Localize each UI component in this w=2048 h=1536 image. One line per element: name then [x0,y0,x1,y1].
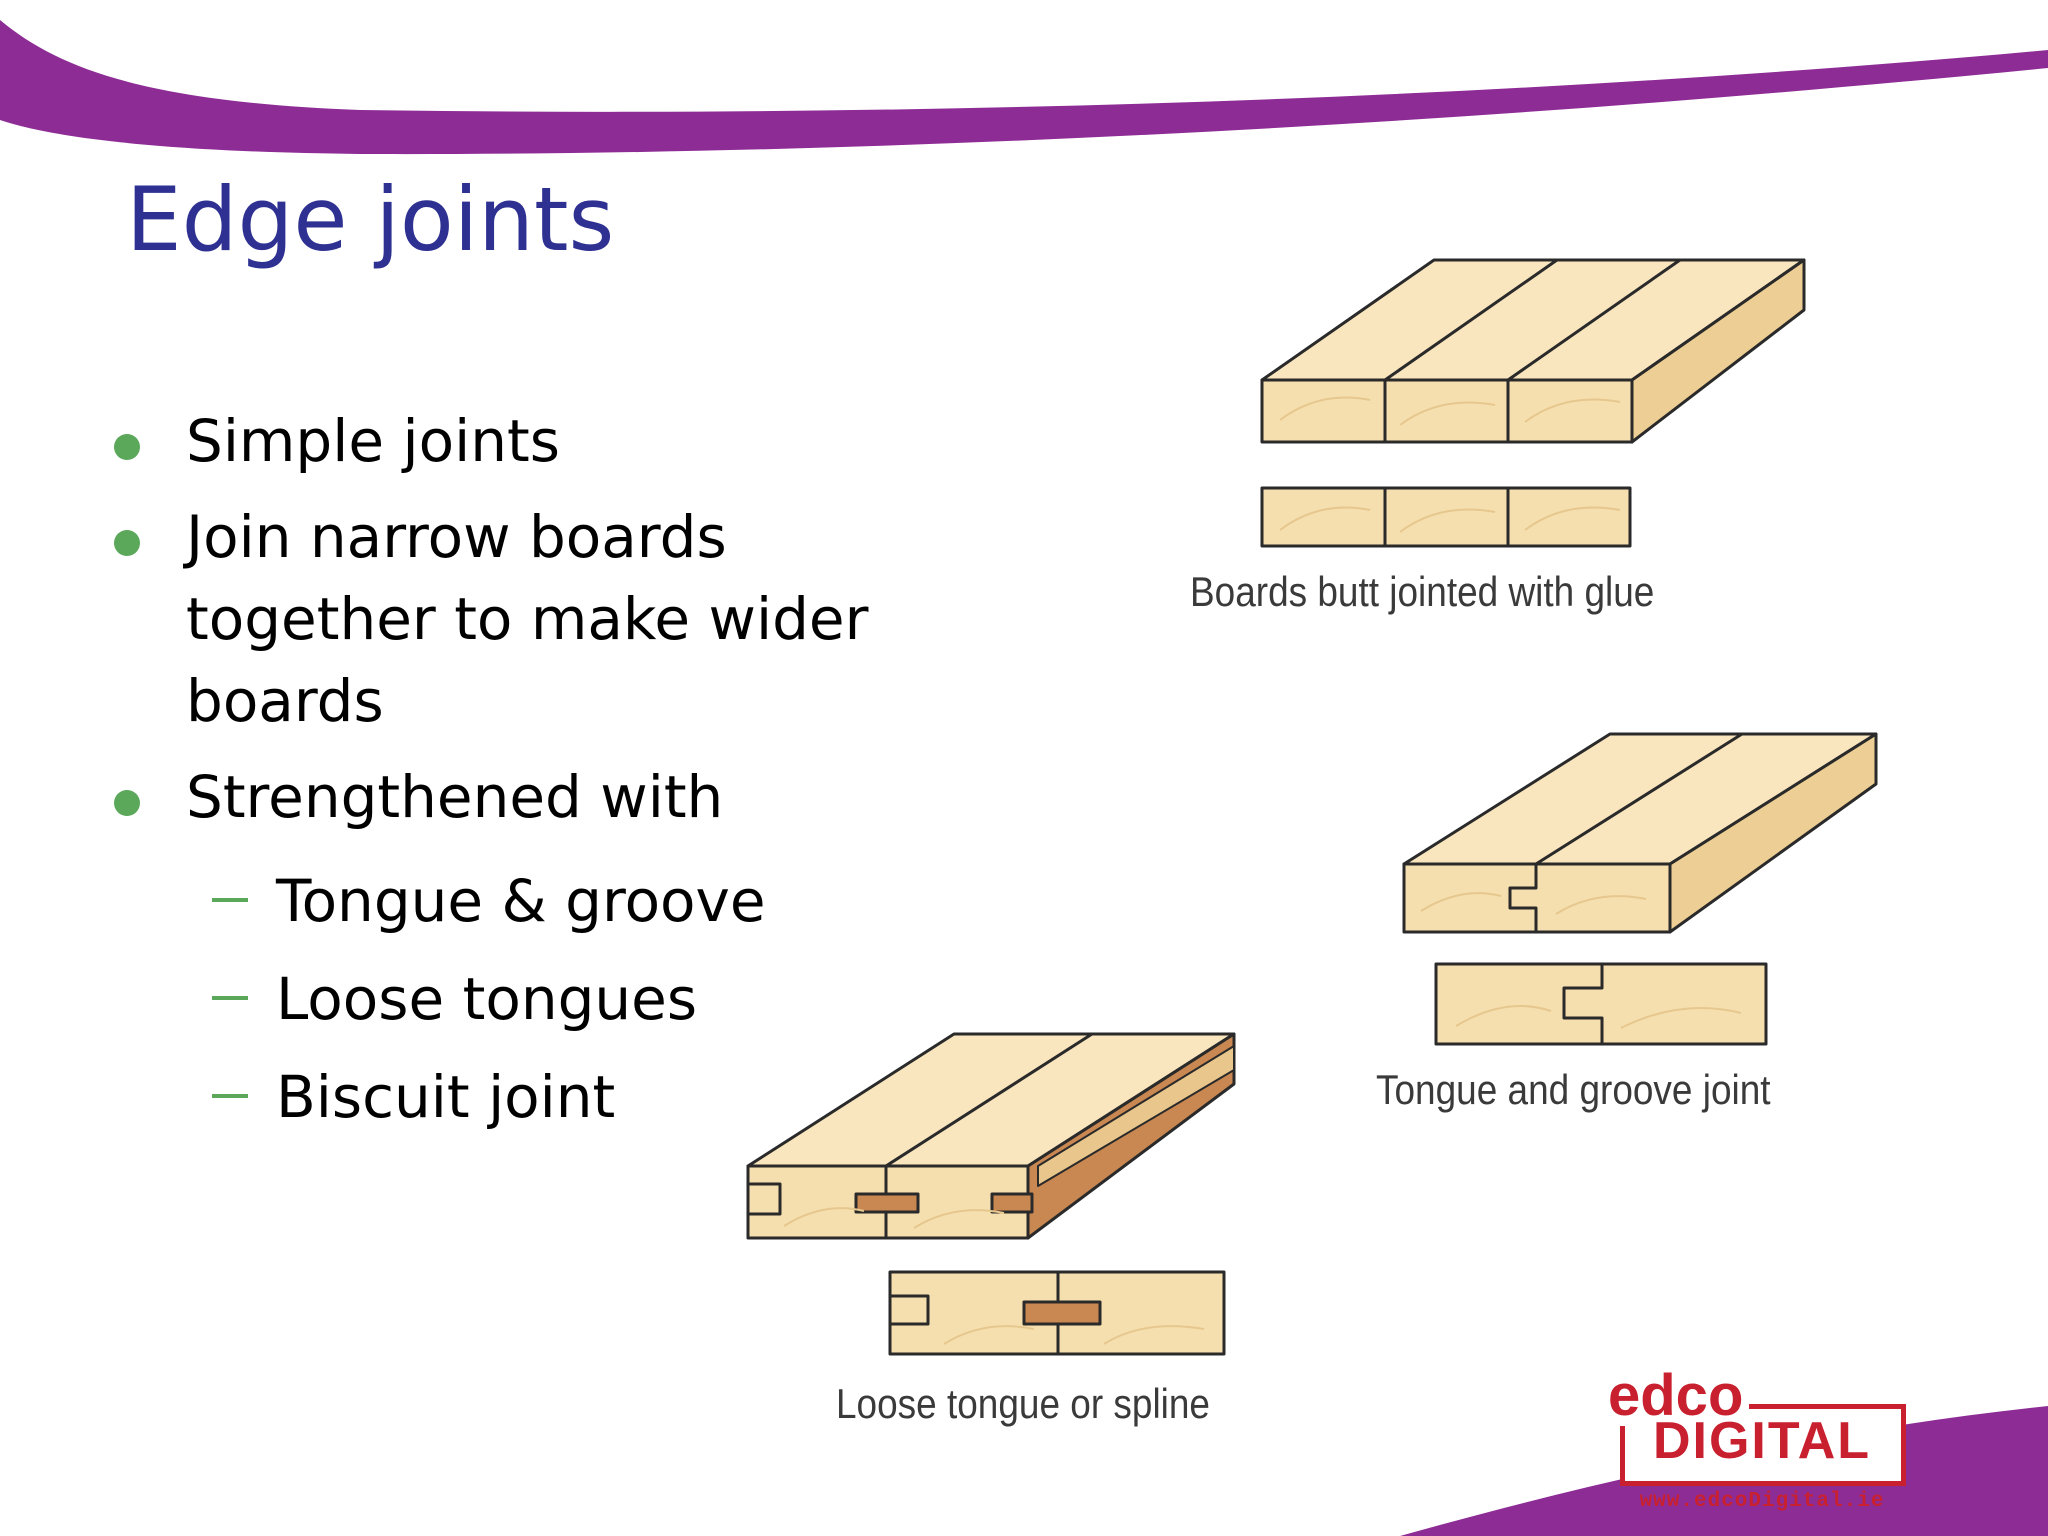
sub-bullet-item: Tongue & groove [108,852,868,950]
logo-url: www.edcoDigital.ie [1639,1490,1885,1513]
bullet-item: Join narrow boards together to make wide… [108,496,906,742]
logo-frame [1620,1404,1906,1486]
logo-brand-bottom: DIGITAL [1652,1412,1872,1470]
sub-bullet-text: Biscuit joint [276,1063,616,1131]
dash-icon [212,1094,248,1098]
dash-icon [212,898,248,902]
sub-bullet-item: Loose tongues [108,950,868,1048]
loose-tongue-illustration [746,1032,1236,1356]
bullet-dot-icon [114,530,140,556]
sub-bullet-text: Loose tongues [276,965,698,1033]
top-banner [0,20,2048,155]
figure-caption: Tongue and groove joint [1376,1066,1771,1113]
figure-caption: Boards butt jointed with glue [1190,568,1655,615]
tongue-groove-illustration [1402,732,1878,1046]
bullet-text: Join narrow boards together to make wide… [186,503,869,735]
figure-caption: Loose tongue or spline [836,1380,1210,1427]
bullet-dot-icon [114,434,140,460]
bullet-text: Simple joints [186,407,560,475]
butt-joint-illustration [1260,258,1806,548]
bullet-dot-icon [114,790,140,816]
bullet-list: Simple joints Join narrow boards togethe… [108,400,868,1146]
logo-brand-top: edco [1604,1366,1750,1426]
bullet-item: Strengthened with [108,756,868,838]
bullet-text: Strengthened with [186,763,724,831]
sub-bullet-text: Tongue & groove [276,867,766,935]
slide-title: Edge joints [126,168,615,271]
sub-bullet-item: Biscuit joint [108,1048,868,1146]
bullet-item: Simple joints [108,400,868,482]
dash-icon [212,996,248,1000]
